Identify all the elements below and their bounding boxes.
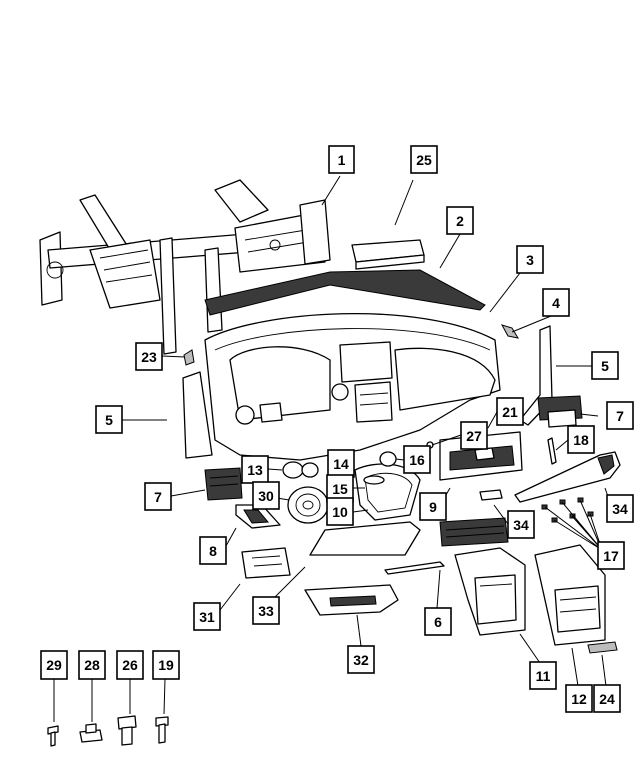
callout-26: 26 <box>116 650 144 680</box>
center-vent-10 <box>439 517 509 547</box>
callout-12: 12 <box>565 684 593 713</box>
callout-7-left: 7 <box>144 482 172 511</box>
parts-illustration <box>39 179 621 747</box>
callout-7-right: 7 <box>606 401 634 430</box>
callout-31: 31 <box>193 602 221 631</box>
switch-16 <box>379 451 397 467</box>
instrument-panel-main <box>204 313 501 461</box>
svg-text:2: 2 <box>456 213 464 229</box>
lower-cover-32 <box>304 584 399 616</box>
svg-text:23: 23 <box>141 349 157 365</box>
passenger-air-bag <box>351 239 425 270</box>
svg-text:11: 11 <box>536 668 551 684</box>
callout-28: 28 <box>78 650 106 680</box>
svg-text:33: 33 <box>258 603 274 619</box>
callout-5-left: 5 <box>95 405 123 434</box>
svg-text:12: 12 <box>571 691 587 707</box>
center-stack-bezel-11 <box>454 547 526 636</box>
callout-21: 21 <box>496 397 524 426</box>
callout-33: 33 <box>252 596 280 625</box>
callout-27: 27 <box>460 421 488 450</box>
svg-text:5: 5 <box>105 412 113 428</box>
bracket-31 <box>241 547 291 579</box>
callout-25: 25 <box>410 145 438 174</box>
rod-18 <box>547 437 557 465</box>
callout-16: 16 <box>403 445 431 474</box>
strip-6 <box>384 561 445 575</box>
callout-11: 11 <box>529 661 557 690</box>
callouts: 1 25 2 3 4 5 5 23 7 7 21 27 18 13 14 16 … <box>40 145 634 713</box>
svg-text:29: 29 <box>46 657 62 673</box>
callout-34-right: 34 <box>606 494 634 523</box>
svg-text:21: 21 <box>502 404 518 420</box>
svg-text:13: 13 <box>247 462 263 478</box>
callout-10: 10 <box>326 497 354 526</box>
callout-1: 1 <box>328 145 355 174</box>
center-stack-bezel-12 <box>534 544 606 646</box>
fastener-28 <box>79 723 103 743</box>
callout-24: 24 <box>593 684 621 713</box>
svg-text:6: 6 <box>434 614 442 630</box>
callout-9: 9 <box>419 492 447 521</box>
svg-text:19: 19 <box>158 657 174 673</box>
lower-panel-33 <box>309 521 421 556</box>
callout-14: 14 <box>327 449 355 478</box>
svg-text:7: 7 <box>616 408 624 424</box>
callout-8: 8 <box>199 536 227 565</box>
callout-19: 19 <box>152 650 180 680</box>
svg-text:28: 28 <box>84 657 100 673</box>
speaker-30 <box>287 486 329 524</box>
callout-13: 13 <box>241 455 269 484</box>
plate-24 <box>587 641 618 654</box>
svg-text:18: 18 <box>573 432 589 448</box>
svg-text:25: 25 <box>416 152 432 168</box>
svg-text:31: 31 <box>199 609 215 625</box>
top-cover <box>204 269 486 316</box>
svg-text:15: 15 <box>332 481 348 497</box>
svg-text:7: 7 <box>154 489 162 505</box>
svg-text:4: 4 <box>552 295 560 311</box>
svg-text:24: 24 <box>599 691 615 707</box>
knob-13 <box>282 461 319 479</box>
callout-29: 29 <box>40 650 68 680</box>
air-outlet-right <box>537 395 583 428</box>
outlet-bezel-left <box>235 504 281 529</box>
fastener-19 <box>155 716 169 744</box>
svg-text:30: 30 <box>258 488 274 504</box>
svg-text:32: 32 <box>353 652 369 668</box>
fastener-26 <box>117 715 137 746</box>
air-outlet-left <box>204 467 243 501</box>
callout-2: 2 <box>446 206 474 235</box>
callout-34-center: 34 <box>507 510 535 539</box>
callout-30: 30 <box>252 481 280 510</box>
callout-32: 32 <box>347 645 375 674</box>
trim-strip-34 <box>514 451 621 503</box>
svg-text:3: 3 <box>526 252 534 268</box>
svg-text:8: 8 <box>209 543 217 559</box>
callout-18: 18 <box>567 425 595 454</box>
callout-6: 6 <box>424 607 452 636</box>
side-trim-4 <box>500 324 520 339</box>
svg-text:10: 10 <box>332 504 348 520</box>
svg-text:27: 27 <box>466 428 482 444</box>
svg-text:34: 34 <box>612 501 628 517</box>
callout-4: 4 <box>542 288 570 317</box>
callout-23: 23 <box>135 342 163 371</box>
svg-text:9: 9 <box>429 499 437 515</box>
bracket-34 <box>479 489 503 501</box>
svg-text:16: 16 <box>409 452 425 468</box>
fastener-29 <box>47 725 59 747</box>
callout-5-right: 5 <box>591 351 619 380</box>
callout-3: 3 <box>516 245 544 274</box>
side-trim-23 <box>183 349 195 366</box>
svg-text:26: 26 <box>122 657 138 673</box>
svg-text:1: 1 <box>338 152 346 168</box>
svg-text:17: 17 <box>603 548 619 564</box>
callout-17: 17 <box>597 541 625 570</box>
svg-text:5: 5 <box>601 358 609 374</box>
svg-text:14: 14 <box>333 456 349 472</box>
svg-text:34: 34 <box>513 517 529 533</box>
cross-car-beam <box>39 179 331 355</box>
